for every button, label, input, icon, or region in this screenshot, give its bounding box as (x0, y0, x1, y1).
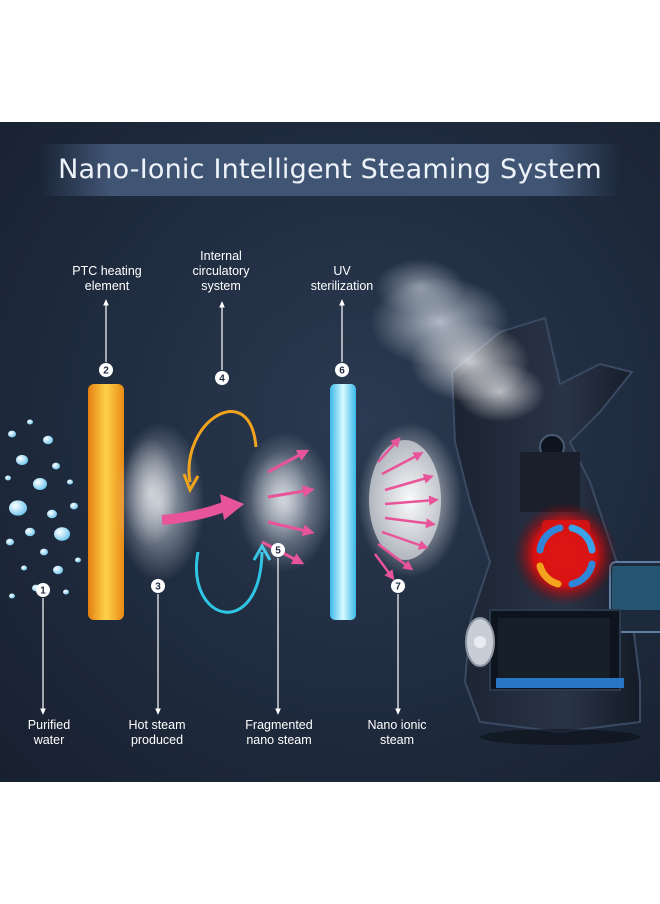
step-4-line3: system (201, 279, 241, 293)
water-droplet (8, 430, 16, 438)
step-number-badge (151, 579, 165, 593)
step-number-badge (99, 363, 113, 377)
water-droplet (67, 479, 73, 485)
step-number-text: 3 (155, 582, 161, 593)
step-number-text: 1 (40, 586, 46, 597)
water-droplet (54, 527, 70, 541)
hot-steam-cloud (115, 422, 205, 582)
water-droplet (9, 593, 15, 599)
water-droplet (25, 527, 35, 537)
water-droplet (5, 475, 11, 481)
label-step-6: UV sterilization (287, 264, 397, 294)
water-droplet (63, 589, 69, 595)
diagram-title: Nano-Ionic Intelligent Steaming System (58, 154, 602, 185)
water-droplet (47, 509, 57, 519)
step-number-badge (391, 579, 405, 593)
nano-ionic-steam-cloud (358, 422, 462, 578)
label-step-5: Fragmented nano steam (224, 718, 334, 748)
step-7-line1: Nano ionic (367, 718, 427, 732)
water-droplet (6, 538, 14, 546)
water-droplet (9, 500, 27, 516)
leader-lines: 1 2 3 4 5 6 7 (36, 299, 405, 715)
step-number-badge (271, 543, 285, 557)
label-step-4: Internal circulatory system (166, 249, 276, 294)
step-2-line2: element (84, 279, 130, 293)
water-droplet (52, 462, 60, 470)
steam-flow-arrow (161, 502, 226, 525)
process-illustration: 1 2 3 4 5 6 7 (5, 259, 660, 745)
step-number-text: 7 (395, 582, 401, 593)
step-number-text: 5 (275, 546, 281, 557)
step-number-text: 6 (339, 366, 345, 377)
water-droplet (75, 557, 81, 563)
diagram-panel: Nano-Ionic Intelligent Steaming System (0, 122, 660, 782)
water-droplet (40, 548, 48, 556)
water-droplet (33, 478, 47, 490)
step-number-badge (36, 583, 50, 597)
water-droplet (43, 435, 53, 445)
step-6-line2: sterilization (310, 279, 374, 293)
label-step-1: Purified water (0, 718, 104, 748)
step-1-line2: water (33, 733, 65, 747)
nano-steam-arrows (373, 437, 439, 581)
label-step-3: Hot steam produced (102, 718, 212, 748)
step-6-line1: UV (333, 264, 351, 278)
water-droplet (53, 565, 63, 575)
water-droplet (27, 419, 33, 425)
steam-plume (370, 259, 545, 422)
step-number-text: 2 (103, 366, 109, 377)
step-5-line1: Fragmented (245, 718, 313, 732)
step-7-line2: steam (379, 733, 415, 747)
step-number-text: 4 (219, 374, 225, 385)
uv-sterilization-tube (330, 384, 356, 620)
circulation-arrows-icon (536, 524, 596, 588)
step-4-line2: circulatory (192, 264, 250, 278)
water-droplet (21, 565, 27, 571)
water-droplets-icon (5, 419, 81, 599)
label-step-2: PTC heating element (52, 264, 162, 294)
title-banner (40, 144, 620, 196)
label-step-7: Nano ionic steam (342, 718, 452, 748)
step-5-line2: nano steam (246, 733, 312, 747)
ptc-heating-element (88, 384, 124, 620)
step-3-line2: produced (130, 733, 184, 747)
step-number-badge (335, 363, 349, 377)
fragmented-steam-cloud (237, 432, 333, 572)
water-droplet (16, 454, 28, 466)
step-1-line1: Purified (27, 718, 71, 732)
step-number-badge (215, 371, 229, 385)
step-3-line1: Hot steam (128, 718, 186, 732)
water-droplet (70, 502, 78, 510)
step-4-line1: Internal (200, 249, 242, 263)
step-2-line1: PTC heating (72, 264, 142, 278)
